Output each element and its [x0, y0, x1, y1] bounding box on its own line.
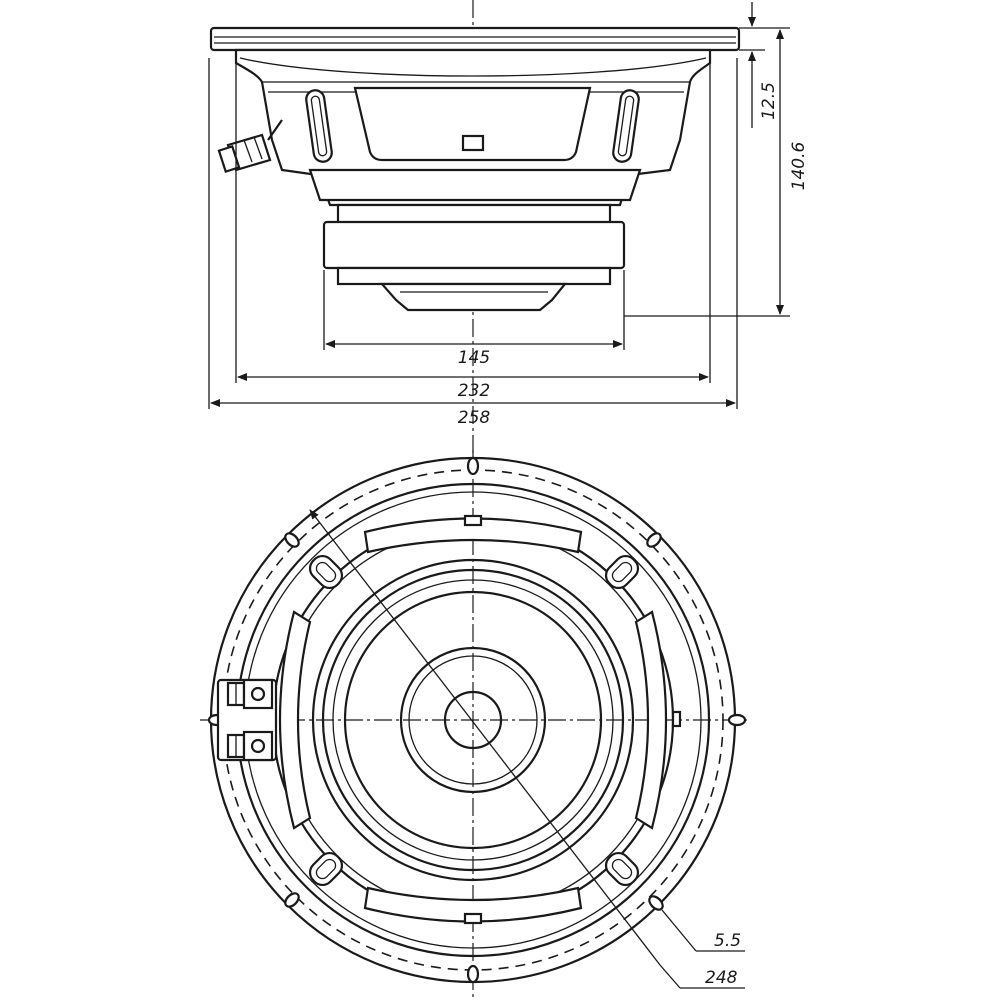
side-view: 145 232 258 12.5 140.6: [208, 0, 809, 455]
dimension-232-label: 232: [458, 381, 490, 401]
dimension-140-6-label: 140.6: [789, 141, 809, 190]
mounting-hole: [284, 532, 300, 548]
dimension-5-5: 5.5: [661, 909, 745, 952]
basket-window: [353, 86, 592, 162]
dimension-145: 145: [323, 270, 625, 368]
basket-slots-left: [305, 89, 333, 163]
dimension-12-5: 12.5: [739, 2, 790, 128]
surround-inner: [321, 568, 625, 872]
basket-diagonal-slots: [308, 554, 640, 887]
terminal-block: [216, 678, 278, 762]
magnet-assembly: [322, 203, 626, 312]
dimension-258: 258: [208, 58, 738, 428]
cone-inner: [399, 646, 547, 794]
basket-windows: [278, 517, 668, 923]
basket-slots-right: [612, 89, 640, 163]
dimension-248-label: 248: [705, 968, 738, 988]
dimension-248: 248: [309, 509, 745, 989]
cone-edge: [343, 590, 603, 850]
mounting-flange: [209, 26, 741, 52]
mounting-hole: [727, 713, 747, 727]
dimension-258-label: 258: [458, 408, 491, 428]
mounting-holes: [207, 456, 747, 984]
dimension-145-label: 145: [458, 348, 490, 368]
mounting-hole: [466, 456, 480, 476]
surround-outer: [311, 558, 635, 882]
dimension-5-5-label: 5.5: [714, 931, 741, 951]
mounting-hole: [646, 532, 662, 548]
front-view: 248 5.5: [200, 450, 750, 1000]
mounting-hole: [466, 964, 480, 984]
dimension-12-5-label: 12.5: [759, 82, 779, 120]
mounting-hole: [284, 892, 300, 908]
mounting-hole: [648, 895, 664, 911]
dimension-140-6: 140.6: [624, 29, 809, 317]
dust-cap: [443, 690, 503, 750]
dimension-232: 232: [235, 60, 711, 401]
